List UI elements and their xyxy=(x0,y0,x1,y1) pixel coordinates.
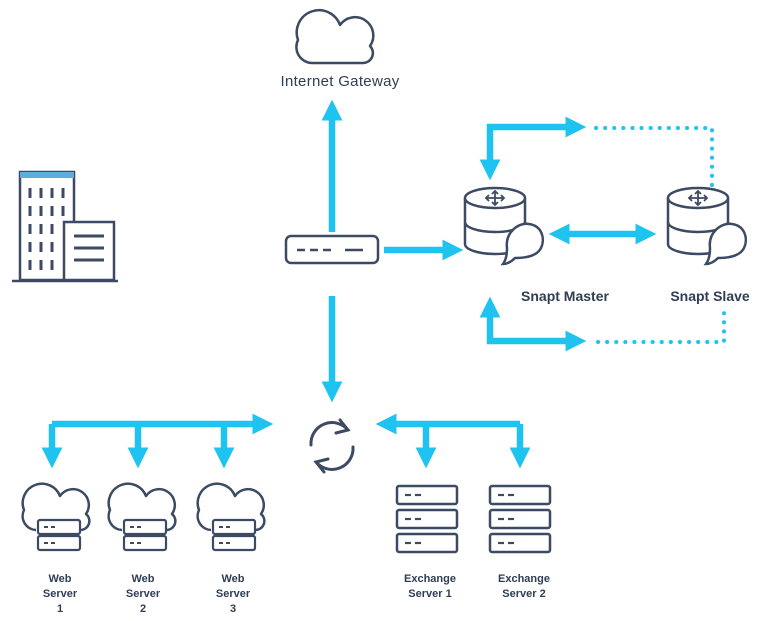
internet-gateway-label: Internet Gateway xyxy=(280,73,400,90)
exchange-server-2-label: Exchange Server 2 xyxy=(498,573,550,600)
dotted-bottom xyxy=(596,310,726,344)
snapt-slave-label: Snapt Slave xyxy=(670,288,750,304)
arrow-top-loop xyxy=(479,116,587,181)
server-rack-icon-1 xyxy=(395,484,459,554)
connection-arrows xyxy=(41,99,657,469)
cloud-server-icon-3 xyxy=(196,482,266,552)
web-server-2-label: Web Server 2 xyxy=(125,573,161,615)
building-icon xyxy=(12,170,118,283)
cloud-server-icon-1 xyxy=(21,482,91,552)
cloud-icon xyxy=(295,8,375,65)
exchange-server-1-label: Exchange Server 1 xyxy=(404,573,456,600)
dotted-top xyxy=(594,126,714,192)
server-rack-icon-2 xyxy=(488,484,552,554)
web-server-1-label: Web Server 1 xyxy=(42,573,78,615)
snapt-master-label: Snapt Master xyxy=(521,288,609,304)
cloud-server-icon-2 xyxy=(107,482,177,552)
web-server-3-label: Web Server 3 xyxy=(215,573,251,615)
sync-icon xyxy=(309,418,355,474)
database-icon-slave xyxy=(666,186,748,266)
router-icon xyxy=(284,234,380,265)
dotted-connectors xyxy=(594,126,726,344)
database-icon-master xyxy=(463,186,545,266)
arrow-bottom-loop xyxy=(479,296,587,352)
